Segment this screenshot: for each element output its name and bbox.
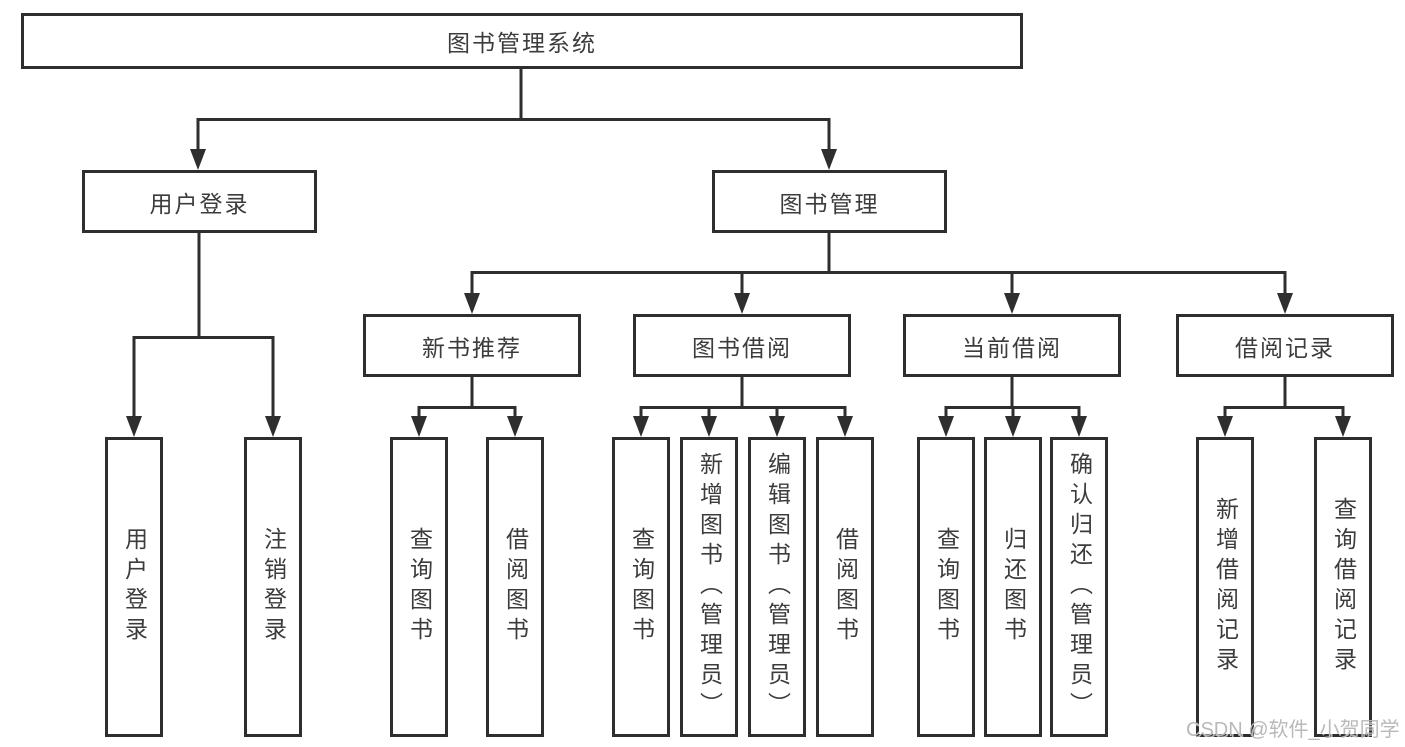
node-book-borrowing: 图书借阅 (633, 314, 851, 377)
leaf-query-books-current: 查询图书 (917, 437, 975, 737)
leaf-borrow-books-borrow: 借阅图书 (816, 437, 874, 737)
leaf-query-books-recommend-label: 查询图书 (406, 527, 433, 647)
leaf-user-login-label: 用户登录 (121, 527, 148, 647)
leaf-query-borrow-record-label: 查询借阅记录 (1330, 497, 1357, 677)
node-new-book-recommendation: 新书推荐 (363, 314, 581, 377)
leaf-user-login: 用户登录 (105, 437, 163, 737)
leaf-query-books-current-label: 查询图书 (933, 527, 960, 647)
node-borrowing-records: 借阅记录 (1176, 314, 1394, 377)
leaf-return-books-label: 归还图书 (1000, 527, 1027, 647)
leaf-add-books-admin: 新增图书（管理员） (680, 437, 738, 737)
leaf-logout-login: 注销登录 (244, 437, 302, 737)
leaf-add-borrow-record-label: 新增借阅记录 (1212, 497, 1239, 677)
csdn-watermark: CSDN @软件_小贺同学 (1186, 719, 1400, 741)
leaf-query-books-recommend: 查询图书 (390, 437, 448, 737)
leaf-confirm-return-admin: 确认归还（管理员） (1050, 437, 1108, 737)
leaf-return-books: 归还图书 (984, 437, 1042, 737)
node-user-login: 用户登录 (82, 170, 317, 233)
leaf-edit-books-admin: 编辑图书（管理员） (748, 437, 806, 737)
leaf-borrow-books-recommend-label: 借阅图书 (502, 527, 529, 647)
leaf-borrow-books-borrow-label: 借阅图书 (832, 527, 859, 647)
leaf-borrow-books-recommend: 借阅图书 (486, 437, 544, 737)
leaf-query-borrow-record: 查询借阅记录 (1314, 437, 1372, 737)
leaf-logout-login-label: 注销登录 (260, 527, 287, 647)
leaf-confirm-return-admin-label: 确认归还（管理员） (1066, 452, 1093, 722)
node-library-management-system: 图书管理系统 (21, 13, 1023, 69)
leaf-edit-books-admin-label: 编辑图书（管理员） (764, 452, 791, 722)
leaf-query-books-borrow-label: 查询图书 (628, 527, 655, 647)
node-current-borrowing: 当前借阅 (903, 314, 1121, 377)
leaf-query-books-borrow: 查询图书 (612, 437, 670, 737)
leaf-add-borrow-record: 新增借阅记录 (1196, 437, 1254, 737)
leaf-add-books-admin-label: 新增图书（管理员） (696, 452, 723, 722)
node-book-management: 图书管理 (712, 170, 947, 233)
